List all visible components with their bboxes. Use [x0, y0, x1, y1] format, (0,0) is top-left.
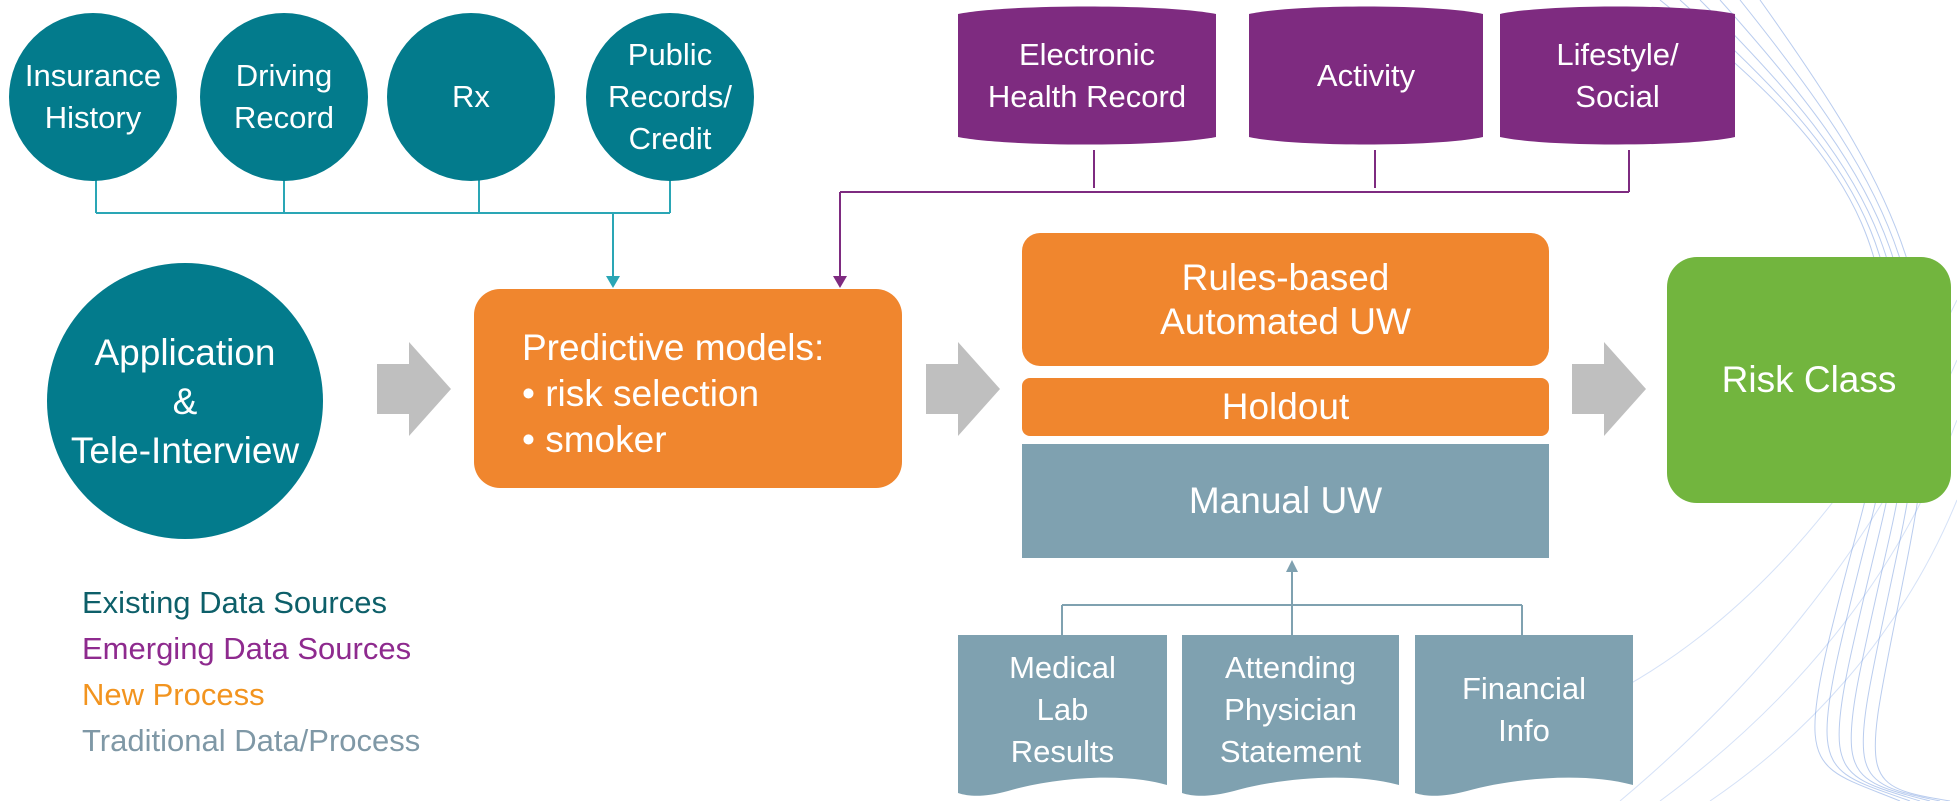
application-circle: Application & Tele-Interview: [47, 263, 323, 539]
predictive-bullet-risk-selection: • risk selection: [522, 373, 760, 414]
emerging-source-electronic-health-record: Electronic Health Record: [958, 0, 1216, 151]
emerging-sources-connector: [833, 150, 1630, 288]
cylinder-shape: [1249, 6, 1483, 145]
process-arrow-2: [926, 342, 1000, 436]
existing-source-insurance-history: Insurance History: [9, 13, 177, 181]
document-shape: [1182, 635, 1399, 796]
legend-item-new-process: New Process: [82, 677, 265, 712]
existing-source-driving-record: Driving Record: [200, 13, 368, 181]
existing-source-label: Public Records/ Credit: [607, 37, 733, 156]
existing-source-label: Rx: [452, 79, 490, 114]
document-shape: [1415, 635, 1633, 796]
emerging-source-label: Lifestyle/ Social: [1556, 36, 1679, 114]
emerging-source-activity: Activity: [1249, 0, 1483, 151]
predictive-bullet-smoker: • smoker: [522, 419, 667, 460]
legend-item-emerging: Emerging Data Sources: [82, 631, 412, 666]
process-arrow-1: [377, 342, 451, 436]
traditional-source-label: Financial Info: [1461, 671, 1587, 748]
legend-item-traditional: Traditional Data/Process: [82, 723, 421, 758]
cylinder-shape: [958, 6, 1216, 145]
process-arrow-3: [1572, 342, 1646, 436]
legend-item-existing: Existing Data Sources: [82, 585, 387, 620]
application-label: Application & Tele-Interview: [70, 331, 300, 471]
predictive-models-box: Predictive models: • risk selection • sm…: [474, 289, 902, 488]
predictive-models-title: Predictive models:: [522, 327, 825, 368]
emerging-source-label: Electronic Health Record: [987, 36, 1187, 114]
holdout-label: Holdout: [1221, 386, 1350, 427]
risk-class-box: Risk Class: [1667, 257, 1951, 503]
manual-uw-label: Manual UW: [1188, 480, 1383, 521]
existing-source-public-records: Public Records/ Credit: [586, 13, 754, 181]
traditional-source-label: Attending Physician Statement: [1219, 650, 1362, 769]
traditional-source-medical-lab-results: Medical Lab Results: [958, 635, 1167, 801]
existing-sources-connector: [95, 180, 671, 288]
existing-source-label: Insurance History: [24, 58, 162, 135]
rules-based-uw-label: Rules-based Automated UW: [1160, 256, 1411, 342]
document-shape: [958, 635, 1167, 796]
existing-source-label: Driving Record: [234, 58, 334, 135]
traditional-sources-connector: [1061, 560, 1523, 636]
rules-based-uw-box: Rules-based Automated UW: [1022, 233, 1549, 366]
emerging-source-label: Activity: [1316, 57, 1416, 93]
existing-source-rx: Rx: [387, 13, 555, 181]
risk-class-label: Risk Class: [1721, 359, 1897, 400]
traditional-source-financial-info: Financial Info: [1415, 635, 1633, 801]
traditional-source-attending-physician-statement: Attending Physician Statement: [1182, 635, 1399, 801]
manual-uw-box: Manual UW: [1022, 444, 1549, 558]
holdout-box: Holdout: [1022, 378, 1549, 436]
legend: Existing Data Sources Emerging Data Sour…: [82, 580, 542, 764]
emerging-source-lifestyle-social: Lifestyle/ Social: [1500, 0, 1735, 151]
traditional-source-label: Medical Lab Results: [1009, 650, 1116, 769]
cylinder-shape: [1500, 6, 1735, 145]
